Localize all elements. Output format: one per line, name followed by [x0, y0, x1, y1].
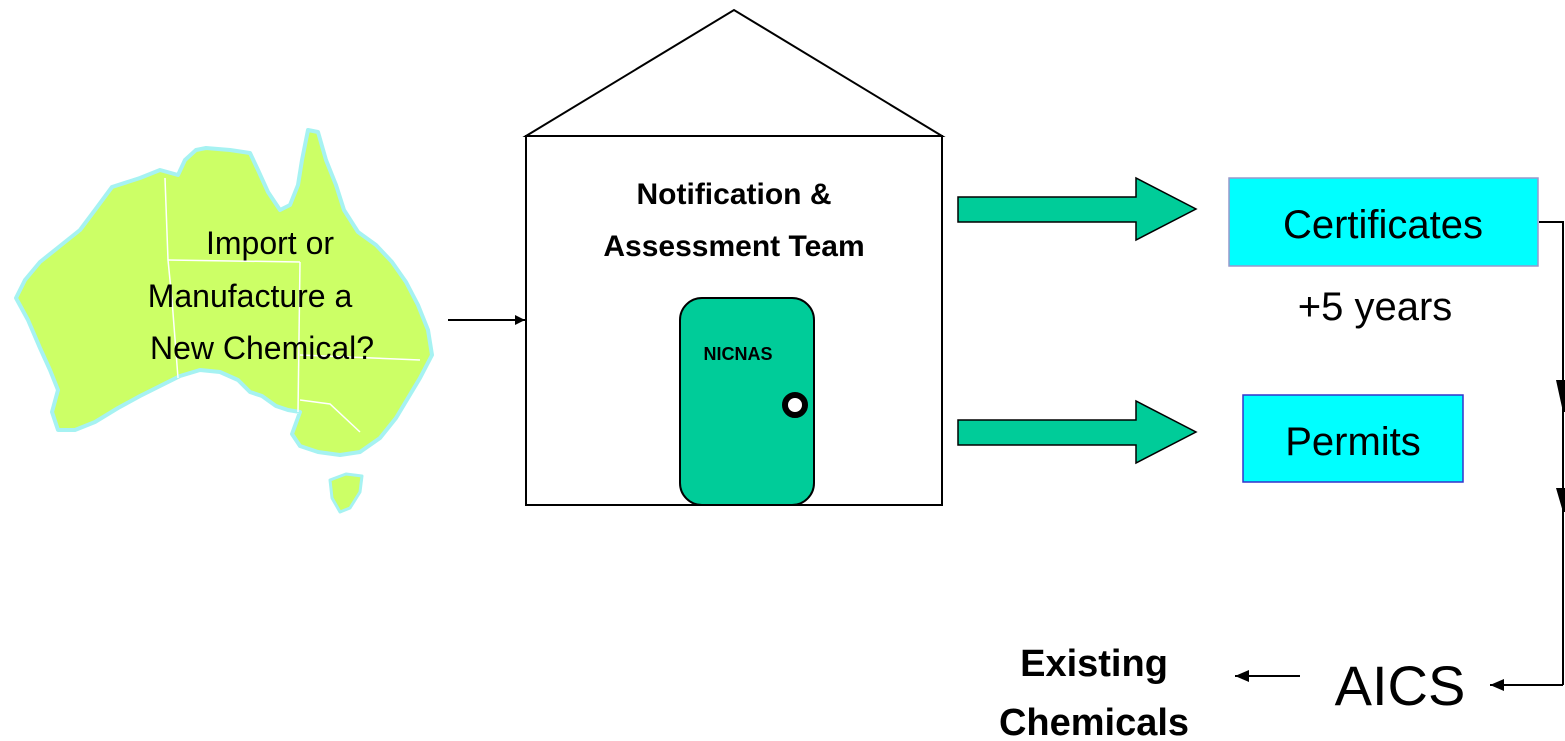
- australia-mainland-shape: [14, 128, 434, 457]
- nicnas-door: [679, 297, 815, 506]
- nicnas-building: Notification & Assessment Team NICNAS: [522, 8, 946, 506]
- team-title-line-2: Assessment Team: [603, 230, 864, 263]
- import-question-line-1: Import or: [206, 225, 334, 261]
- connector-arrowhead-upper: [1556, 380, 1565, 412]
- door-knob: [782, 392, 808, 418]
- state-borders: [164, 177, 421, 433]
- import-question-line-2: Manufacture a: [148, 278, 353, 314]
- certificates-label: Certificates: [1283, 203, 1483, 247]
- tasmania-shape: [328, 472, 364, 514]
- door-label: NICNAS: [703, 344, 772, 364]
- building-roof: [522, 8, 946, 137]
- connector-arrowhead-lower: [1556, 488, 1565, 512]
- import-question-line-3: New Chemical?: [150, 330, 374, 366]
- permits-label: Permits: [1285, 420, 1421, 464]
- permits-box: [1242, 394, 1464, 483]
- certificates-box: [1228, 177, 1539, 267]
- aics-label: AICS: [1335, 654, 1466, 717]
- certificates-box-group: Certificates: [1228, 177, 1539, 267]
- permits-box-group: Permits: [1242, 394, 1464, 483]
- right-connector: [1539, 221, 1564, 685]
- existing-chemicals-line-1: Existing: [1020, 643, 1168, 685]
- existing-chemicals-line-2: Chemicals: [999, 702, 1189, 741]
- team-title-line-1: Notification &: [637, 178, 832, 211]
- duration-label: +5 years: [1298, 285, 1453, 329]
- permits-block-arrow: [957, 399, 1198, 465]
- certificates-block-arrow: [957, 176, 1198, 242]
- australia-map: Import or Manufacture a New Chemical?: [14, 128, 434, 514]
